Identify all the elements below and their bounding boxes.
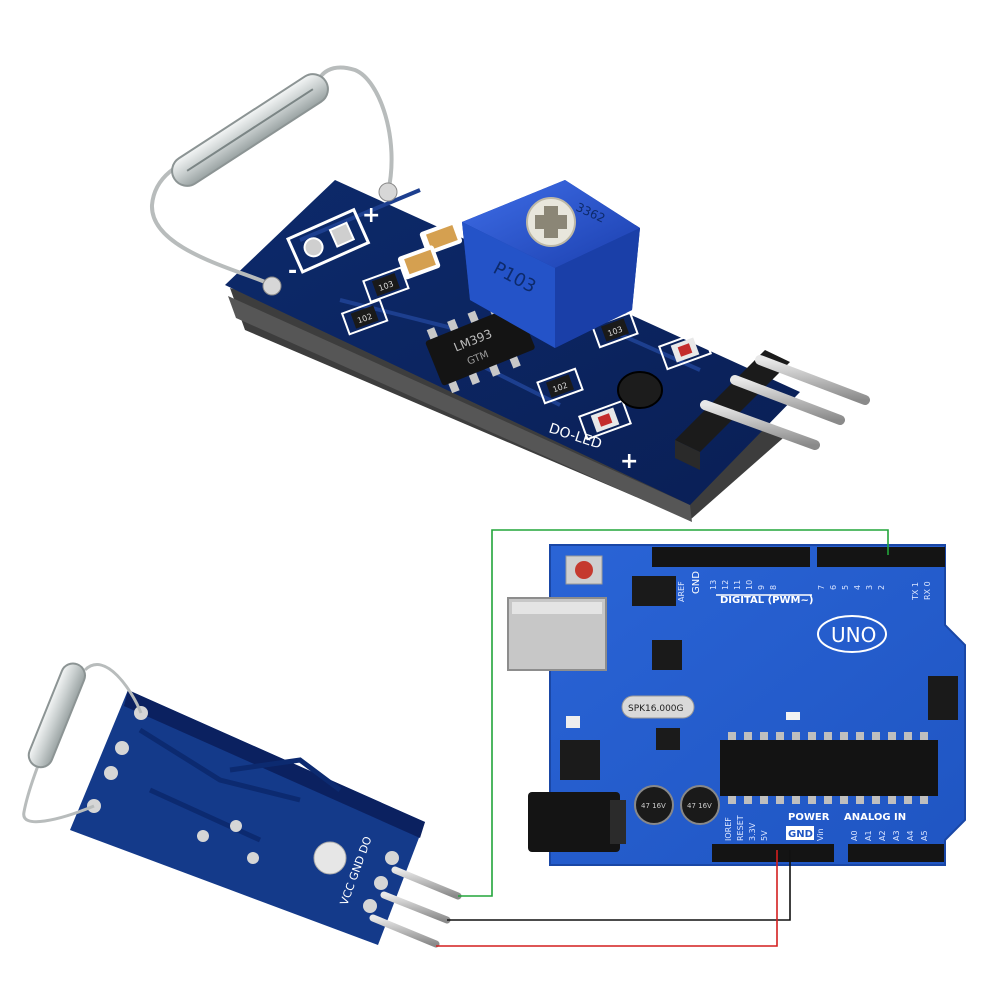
gnd-top-label: GND [691, 571, 702, 594]
do-led [578, 399, 632, 441]
aref-label: AREF [677, 581, 686, 602]
bottom-pcb [70, 690, 425, 945]
voltage-regulator [560, 740, 600, 780]
svg-text:A4: A4 [906, 830, 915, 841]
svg-text:6: 6 [829, 585, 838, 590]
svg-text:10: 10 [745, 580, 754, 590]
svg-text:5: 5 [841, 585, 850, 590]
ground-wire [447, 850, 791, 921]
reed-lead-right [316, 65, 394, 193]
mounting-hole [617, 371, 663, 409]
crystal [621, 695, 695, 719]
do-pin [391, 866, 462, 900]
digital-header-1 [652, 547, 810, 567]
gnd-bottom-label: GND [788, 829, 813, 840]
svg-text:3: 3 [865, 585, 874, 590]
power-wire [436, 850, 778, 947]
pwr-led [658, 329, 712, 371]
dc-power-jack [528, 792, 620, 852]
svg-text:2: 2 [877, 585, 886, 590]
arduino-uno-board: GND AREF 13 12 11 10 9 8 7 6 5 4 3 2 TX … [507, 544, 966, 866]
svg-text:A0: A0 [850, 830, 859, 841]
svg-text:13: 13 [709, 580, 718, 590]
top-sensor-module: - + 103 102 102 103 [149, 65, 870, 522]
do-plus-label: + [620, 449, 638, 474]
power-header [712, 844, 834, 862]
digital-header-2 [817, 547, 945, 567]
svg-text:7: 7 [817, 585, 826, 590]
svg-text:9: 9 [757, 585, 766, 590]
plus-label: + [362, 203, 380, 228]
analog-pin-labels: A0 A1 A2 A3 A4 A5 [850, 830, 929, 841]
smd-resistor-4: 103 [591, 311, 639, 349]
capacitor-1: 47 16V [634, 785, 674, 825]
l-led [786, 712, 800, 720]
uno-logo [817, 615, 887, 653]
solder-pad-left [262, 276, 282, 296]
svg-text:A5: A5 [920, 830, 929, 841]
bottom-sensor-module: VCC GND DO [22, 662, 462, 948]
svg-text:5V: 5V [760, 830, 769, 841]
svg-text:Vin: Vin [816, 828, 825, 841]
capacitor-2: 47 16V [680, 785, 720, 825]
svg-text:TX 1: TX 1 [911, 582, 920, 601]
bottom-mounting-hole [313, 841, 347, 875]
atmega-chip [720, 740, 938, 796]
bottom-reed-glass [27, 662, 86, 769]
svg-text:A3: A3 [892, 830, 901, 841]
digital-pin-labels: 13 12 11 10 9 8 7 6 5 4 3 2 TX 1 RX 0 [709, 580, 932, 601]
crystal-label: SPK16.000G [628, 704, 684, 714]
usb-chip [652, 640, 682, 670]
icsp-header-right [928, 676, 958, 720]
svg-text:8: 8 [769, 585, 778, 590]
svg-text:A1: A1 [864, 830, 873, 841]
svg-text:A2: A2 [878, 830, 887, 841]
uno-label: UNO [831, 623, 876, 647]
header-pins [675, 350, 870, 470]
capacitor-1-label: 47 16V [641, 802, 666, 810]
svg-text:IOREF: IOREF [724, 817, 733, 841]
reed-switch-glass [171, 73, 329, 187]
analog-header [848, 844, 944, 862]
svg-text:12: 12 [721, 580, 730, 590]
analog-label: ANALOG IN [844, 812, 906, 823]
svg-text:3.3V: 3.3V [748, 822, 757, 841]
smd-capacitor-2 [397, 245, 441, 280]
potentiometer: 3362 P103 [462, 180, 640, 348]
power-label: POWER [788, 812, 830, 823]
smd-resistor-2: 102 [340, 298, 389, 336]
minus-label: - [288, 259, 297, 284]
vcc-pin [369, 914, 440, 948]
icsp-header-top [632, 576, 676, 606]
capacitor-2-label: 47 16V [687, 802, 712, 810]
svg-text:RESET: RESET [736, 815, 745, 841]
svg-text:11: 11 [733, 580, 742, 590]
smd-resistor-1: 103 [362, 266, 410, 304]
gnd-pin [380, 891, 451, 924]
power-pin-labels: IOREF RESET 3.3V 5V Vin [724, 815, 825, 841]
digital-label: DIGITAL (PWM~) [720, 595, 813, 606]
svg-text:4: 4 [853, 585, 862, 590]
smd-resistor-3: 102 [536, 367, 584, 405]
solder-pad-right [378, 182, 398, 202]
svg-text:RX 0: RX 0 [923, 581, 932, 600]
signal-wire [458, 529, 889, 897]
